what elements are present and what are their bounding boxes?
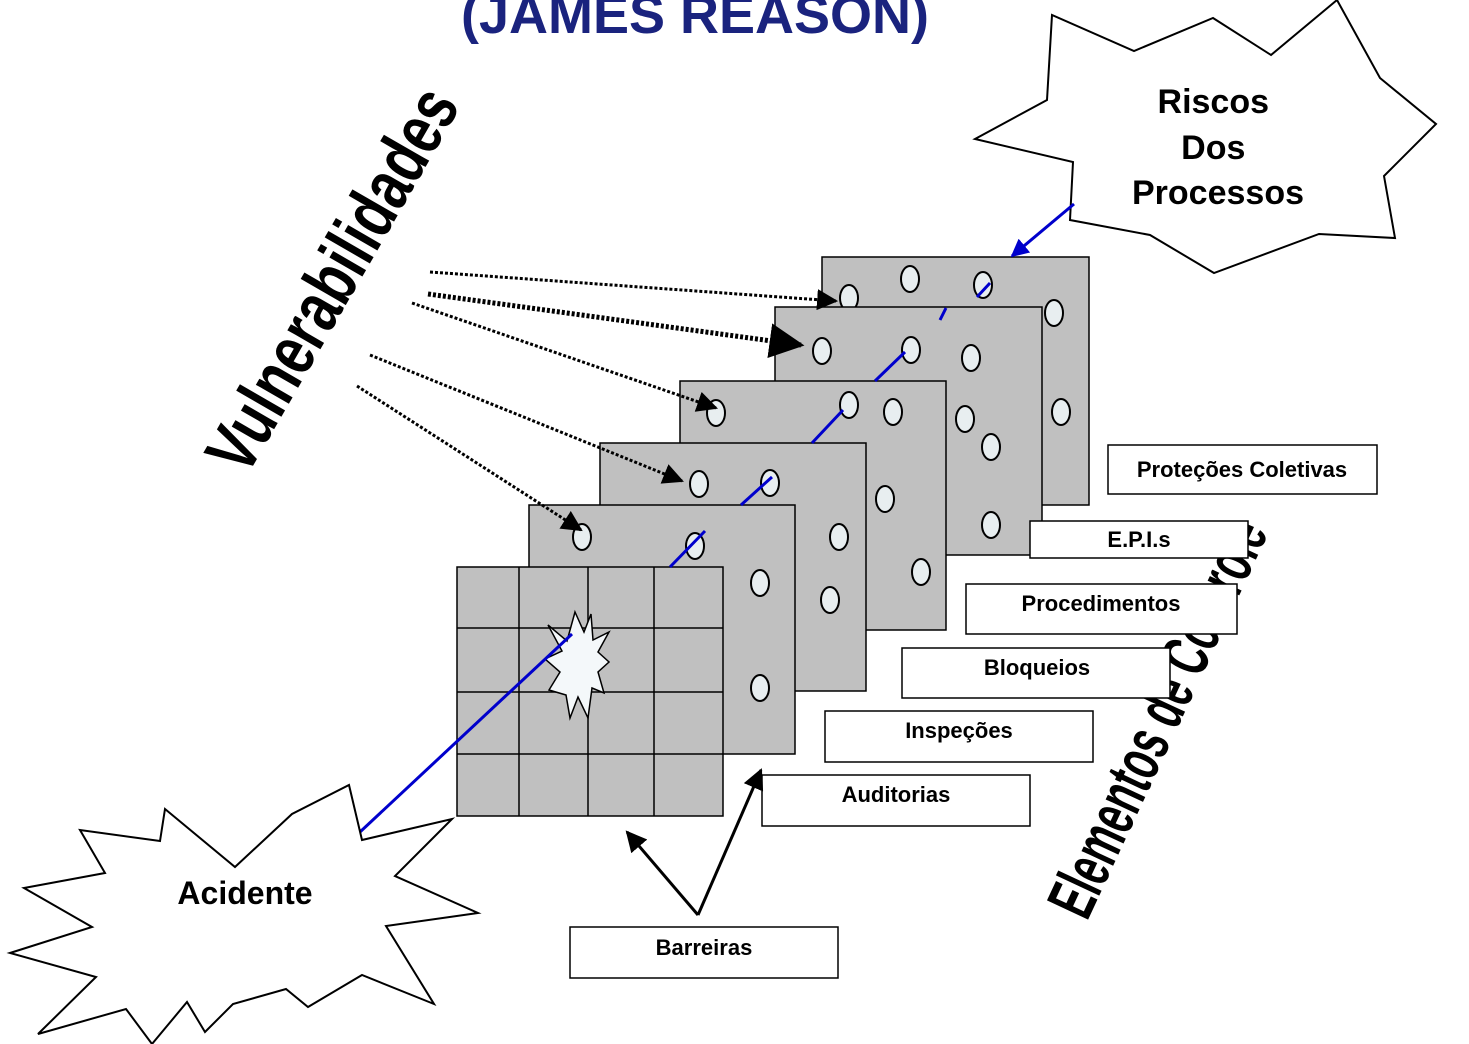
svg-text:Proteções Coletivas: Proteções Coletivas <box>1137 457 1347 482</box>
front-grid-panel <box>456 566 724 817</box>
svg-text:E.P.I.s: E.P.I.s <box>1107 527 1170 552</box>
risk-label-line-1: Riscos <box>1158 83 1270 121</box>
svg-text:Auditorias: Auditorias <box>842 782 951 807</box>
barrier-label-inspecoes: Inspeções <box>824 710 1094 763</box>
accident-label: Acidente <box>177 875 312 911</box>
barrier-label-protecoes-coletivas: Proteções Coletivas <box>1107 444 1378 495</box>
svg-text:Riscos Dos Process: Riscos Dos Processos <box>1132 83 1304 212</box>
barrier-label-bloqueios: Bloqueios <box>901 647 1171 699</box>
page-title: (JAMES REASON) <box>461 0 929 45</box>
barriers-label: Barreiras <box>656 935 753 960</box>
accident-burst: Acidente <box>6 783 482 1044</box>
svg-text:Bloqueios: Bloqueios <box>984 655 1090 680</box>
barrier-label-auditorias: Auditorias <box>761 774 1031 827</box>
svg-text:Inspeções: Inspeções <box>905 718 1013 743</box>
barriers-group: Barreiras <box>569 768 839 979</box>
accident-trajectory <box>343 202 1075 848</box>
failure-burst-icon <box>543 609 611 721</box>
risk-label-line-2: Dos <box>1181 129 1245 167</box>
barrier-label-procedimentos: Procedimentos <box>965 583 1238 635</box>
risk-label-line-3: Processos <box>1132 174 1304 212</box>
svg-text:Procedimentos: Procedimentos <box>1022 591 1181 616</box>
vulnerabilities-label: Vulnerabilidades <box>191 74 475 486</box>
vulnerability-arrows <box>356 270 839 532</box>
barrier-label-epis: E.P.I.s <box>1029 520 1249 559</box>
risk-burst: Riscos Dos Processos <box>972 0 1438 275</box>
